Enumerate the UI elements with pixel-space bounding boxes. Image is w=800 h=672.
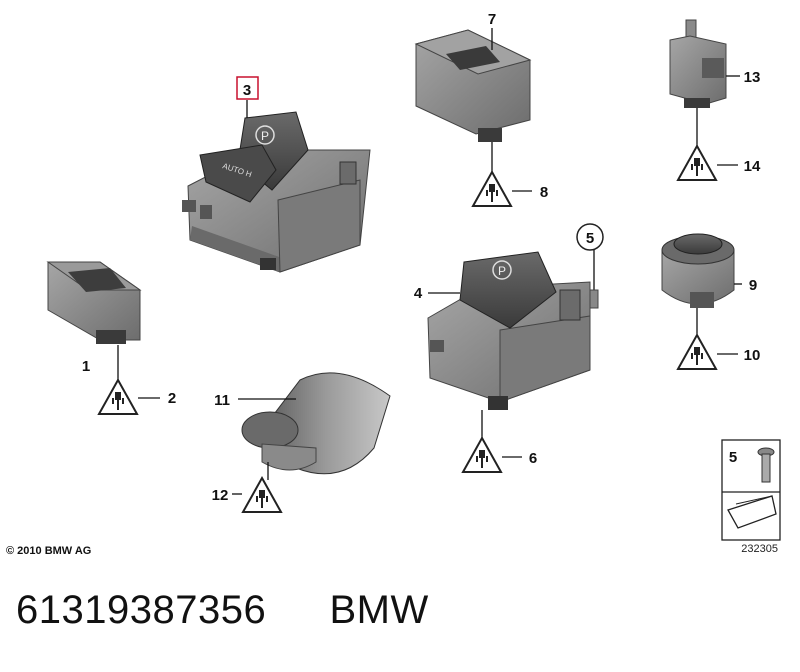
part-9-round-button [661,233,735,308]
warning-triangle-6 [462,437,502,473]
part-1-switch [46,261,142,344]
callout-5: 5 [586,230,594,247]
callout-7: 7 [488,11,496,28]
callout-3: 3 [243,82,251,99]
screw-5 [589,289,599,309]
callout-8: 8 [540,184,548,201]
legend-box: 5 [721,439,781,541]
arrow-icon [727,495,777,529]
warning-triangle-10 [677,334,717,370]
callout-1: 1 [82,358,90,375]
callout-6: 6 [529,450,537,467]
diagram-number: 232305 [741,543,778,555]
copyright: © 2010 BMW AG [6,545,91,557]
legend-5: 5 [729,449,737,466]
callout-3-highlight [236,76,259,100]
part-number: 61319387356 [16,588,267,632]
part-3-parking-brake-switch: P AUTO H [182,111,371,273]
callout-13: 13 [744,69,761,86]
callout-5-circle [576,223,604,251]
warning-triangle-12 [242,477,282,513]
screw-icon [757,447,775,483]
callout-4: 4 [414,285,423,302]
brand: BMW [329,588,429,632]
part-7-switch [414,29,532,142]
part-4-parking-brake-switch: P [427,251,591,410]
park-symbol-4: P [498,264,506,278]
callout-14: 14 [744,158,761,175]
part-11-cover [241,372,391,475]
warning-triangle-8 [472,171,512,207]
callout-10: 10 [744,347,761,364]
park-symbol: P [261,129,269,143]
callout-2: 2 [168,390,176,407]
caption: 61319387356 BMW [16,588,429,633]
warning-triangle-2 [98,379,138,415]
callout-12: 12 [212,487,229,504]
part-13-connector [669,19,727,108]
warning-triangle-14 [677,145,717,181]
callout-11: 11 [214,392,230,409]
callout-9: 9 [749,277,757,294]
